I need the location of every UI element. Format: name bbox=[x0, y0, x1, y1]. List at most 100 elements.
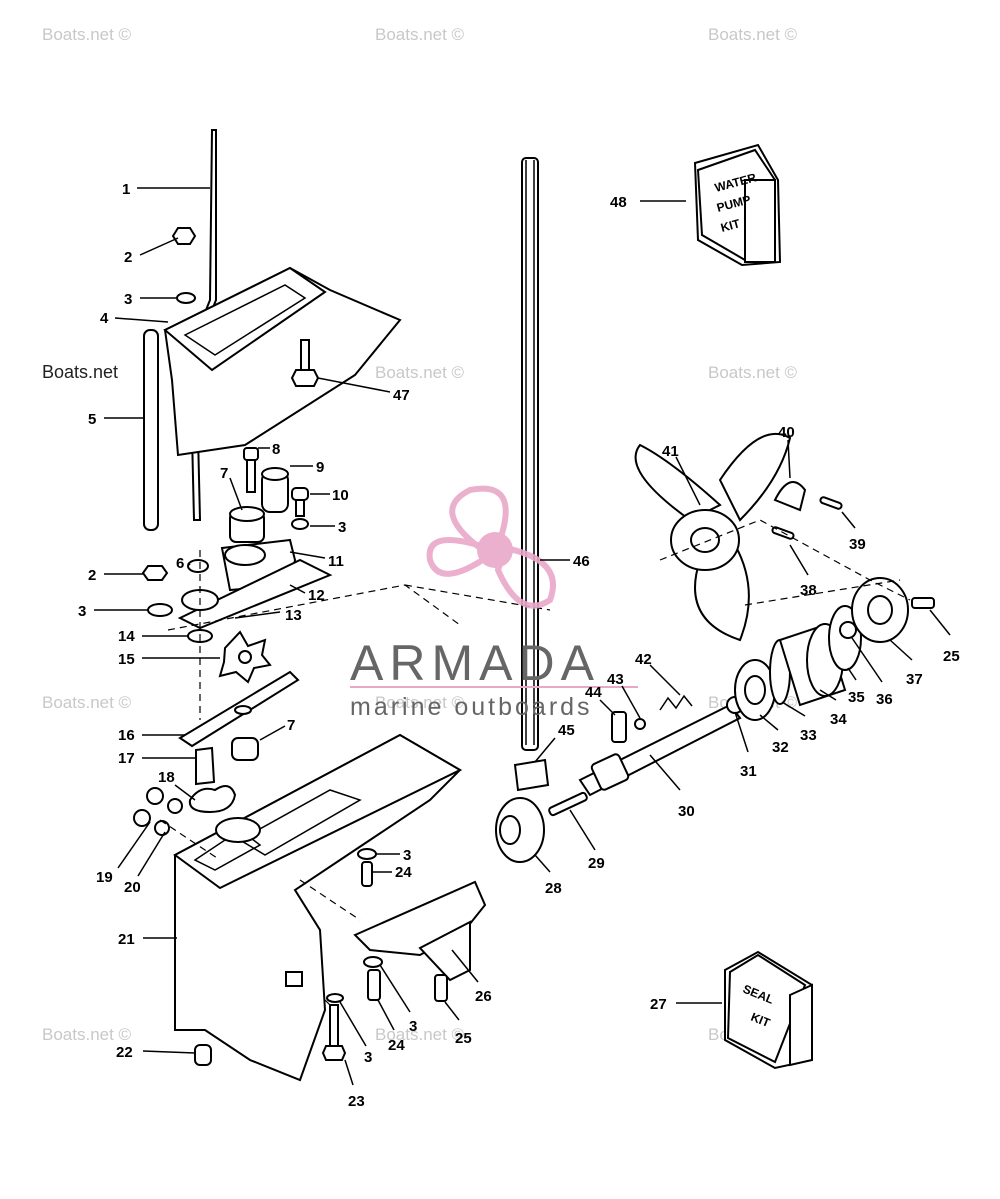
callout-16: 16 bbox=[118, 727, 135, 744]
callout-28: 28 bbox=[545, 880, 562, 897]
callout-44: 44 bbox=[585, 684, 602, 701]
callout-42: 42 bbox=[635, 651, 652, 668]
dashed-line bbox=[744, 579, 901, 606]
washer-3c bbox=[147, 603, 173, 617]
callout-34: 34 bbox=[830, 711, 847, 728]
callout-3: 3 bbox=[338, 519, 346, 536]
callout-32: 32 bbox=[772, 739, 789, 756]
cam-44 bbox=[611, 711, 627, 743]
callout-10: 10 bbox=[332, 487, 349, 504]
callout-2: 2 bbox=[124, 249, 132, 266]
screw-19b bbox=[133, 809, 151, 827]
callout-43: 43 bbox=[607, 671, 624, 688]
ball-43 bbox=[634, 718, 646, 730]
callout-38: 38 bbox=[800, 582, 817, 599]
callout-1: 1 bbox=[122, 181, 130, 198]
callout-3: 3 bbox=[409, 1018, 417, 1035]
screw-23 bbox=[321, 1004, 347, 1061]
watermark: Boats.net bbox=[42, 362, 118, 382]
reverse-gear-32 bbox=[734, 659, 776, 721]
pin-39 bbox=[819, 496, 843, 510]
gear-28 bbox=[495, 797, 545, 863]
seal-kit-box: SEAL KIT bbox=[724, 950, 813, 1070]
callout-45: 45 bbox=[558, 722, 575, 739]
kit-text-line: KIT bbox=[719, 216, 742, 235]
stud-5 bbox=[143, 329, 159, 531]
spring-42 bbox=[659, 694, 693, 711]
callout-40: 40 bbox=[778, 424, 795, 441]
dashed-line bbox=[159, 819, 221, 861]
bolt-8 bbox=[243, 447, 259, 493]
pinion-45 bbox=[513, 758, 550, 792]
callout-7: 7 bbox=[287, 717, 295, 734]
logo-name: ARMADA bbox=[350, 635, 600, 691]
callouts: 1 2 3 4 5 47 8 7 9 10 3 6 11 2 12 3 13 bbox=[78, 181, 960, 1110]
logo-underline bbox=[350, 686, 638, 688]
watermark: Boats.net © bbox=[375, 363, 465, 382]
watermark: Boats.net © bbox=[42, 1025, 132, 1044]
nut-2a bbox=[171, 227, 197, 245]
seal-36 bbox=[839, 621, 857, 639]
bolt-10 bbox=[291, 487, 309, 517]
callout-3: 3 bbox=[78, 603, 86, 620]
pump-housing-7 bbox=[229, 506, 265, 543]
callout-39: 39 bbox=[849, 536, 866, 553]
propeller-41 bbox=[634, 432, 792, 642]
callout-47: 47 bbox=[393, 387, 410, 404]
washer-6 bbox=[187, 559, 209, 573]
callout-48: 48 bbox=[610, 194, 627, 211]
watermark: Boats.net © bbox=[42, 25, 132, 44]
washer-3d bbox=[326, 993, 344, 1003]
watermark: Boats.net © bbox=[42, 693, 132, 712]
cover-37 bbox=[851, 577, 909, 643]
pump-housing-7b bbox=[231, 737, 259, 761]
callout-13: 13 bbox=[285, 607, 302, 624]
callout-11: 11 bbox=[328, 553, 344, 570]
water-pump-kit-box: WATER PUMP KIT bbox=[693, 143, 782, 267]
callout-27: 27 bbox=[650, 996, 667, 1013]
callout-9: 9 bbox=[316, 459, 324, 476]
callout-7: 7 bbox=[220, 465, 228, 482]
screw-19a bbox=[146, 787, 164, 805]
dashed-line bbox=[299, 879, 361, 921]
dashed-line bbox=[324, 999, 331, 1006]
callout-3: 3 bbox=[124, 291, 132, 308]
oring-18 bbox=[188, 785, 237, 814]
watermark: Boats.net © bbox=[708, 25, 798, 44]
callout-25: 25 bbox=[455, 1030, 472, 1047]
callout-14: 14 bbox=[118, 628, 135, 645]
pin-29 bbox=[548, 791, 588, 817]
callout-2: 2 bbox=[88, 567, 96, 584]
callout-3: 3 bbox=[403, 847, 411, 864]
plug-22 bbox=[194, 1044, 212, 1066]
callout-15: 15 bbox=[118, 651, 135, 668]
dashed-line bbox=[659, 519, 911, 601]
washer-3a bbox=[176, 292, 196, 304]
watermark: Boats.net © bbox=[375, 1025, 465, 1044]
washer-3f bbox=[363, 956, 383, 968]
washer-20a bbox=[167, 798, 183, 814]
callout-24: 24 bbox=[388, 1037, 405, 1054]
propeller-shaft-30 bbox=[578, 703, 742, 797]
callout-23: 23 bbox=[348, 1093, 365, 1110]
cotter-pin-40 bbox=[773, 481, 807, 512]
callout-8: 8 bbox=[272, 441, 280, 458]
callout-12: 12 bbox=[308, 587, 325, 604]
callout-31: 31 bbox=[740, 763, 757, 780]
watermark: Boats.net © bbox=[708, 363, 798, 382]
callout-41: 41 bbox=[662, 443, 679, 460]
propeller-logo-mark bbox=[426, 485, 556, 609]
callout-5: 5 bbox=[88, 411, 96, 428]
callout-21: 21 bbox=[118, 931, 135, 948]
callout-24: 24 bbox=[395, 864, 412, 881]
screw-24a bbox=[361, 861, 373, 887]
washer-20b bbox=[154, 820, 170, 836]
gear-housing-21 bbox=[173, 733, 463, 1082]
washer-3e bbox=[357, 848, 377, 860]
screw-25a bbox=[434, 974, 448, 1002]
callout-17: 17 bbox=[118, 750, 135, 767]
kit-text-line: KIT bbox=[749, 1010, 773, 1030]
washer-3b bbox=[291, 518, 309, 530]
callout-3: 3 bbox=[364, 1049, 372, 1066]
